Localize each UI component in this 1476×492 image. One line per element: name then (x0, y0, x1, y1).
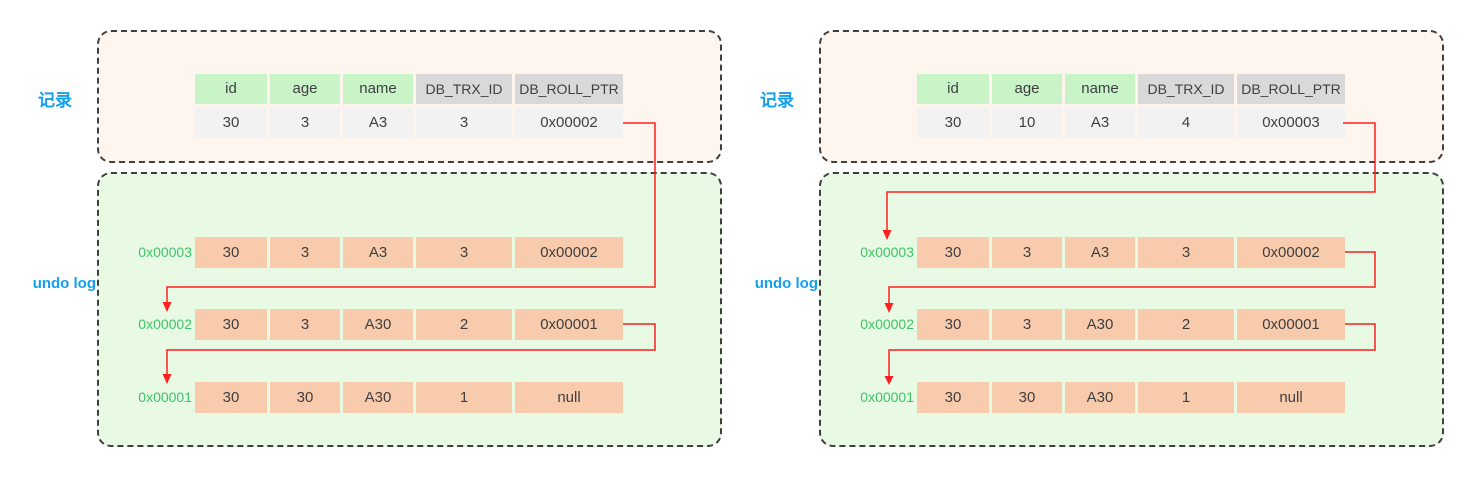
record-label: 记录 (38, 91, 72, 110)
panel-right: 记录 undo log id age name DB_TRX_ID DB_ROL… (722, 0, 1476, 492)
undo-cell: 30 (195, 382, 267, 413)
undo-cell: 1 (1138, 382, 1234, 413)
undo-row-address: 0x00001 (138, 389, 192, 405)
record-header-db-roll-ptr: DB_ROLL_PTR (515, 74, 623, 104)
record-header-id: id (195, 74, 267, 104)
record-header-name: name (1065, 74, 1135, 104)
undo-cell: 2 (416, 309, 512, 340)
undo-row-address: 0x00001 (860, 389, 914, 405)
undo-log-label: undo log (32, 275, 96, 292)
record-cell-db-roll-ptr: 0x00003 (1237, 107, 1345, 138)
record-header-age: age (992, 74, 1062, 104)
undo-cell: A30 (1065, 382, 1135, 413)
panel-left: 记录 undo log id age name DB_TRX_ID DB_ROL… (32, 30, 722, 447)
undo-log-label: undo log (754, 275, 818, 292)
undo-cell: A30 (1065, 309, 1135, 340)
record-cell-name: A3 (343, 107, 413, 138)
record-cell-name: A3 (1065, 107, 1135, 138)
record-cell-db-roll-ptr: 0x00002 (515, 107, 623, 138)
undo-cell: 3 (270, 237, 340, 268)
record-header-age: age (270, 74, 340, 104)
record-cell-db-trx-id: 4 (1138, 107, 1234, 138)
undo-cell: 3 (270, 309, 340, 340)
undo-row-address: 0x00002 (860, 316, 914, 332)
record-header-db-trx-id: DB_TRX_ID (1138, 74, 1234, 104)
record-header-db-roll-ptr: DB_ROLL_PTR (1237, 74, 1345, 104)
record-header-name: name (343, 74, 413, 104)
undo-cell: 30 (917, 237, 989, 268)
undo-cell: 3 (992, 309, 1062, 340)
undo-cell: 30 (195, 309, 267, 340)
undo-cell: 1 (416, 382, 512, 413)
undo-cell: null (1237, 382, 1345, 413)
undo-cell: 2 (1138, 309, 1234, 340)
undo-cell: A3 (1065, 237, 1135, 268)
undo-cell: 0x00001 (515, 309, 623, 340)
undo-row-address: 0x00003 (138, 244, 192, 260)
undo-cell: 30 (270, 382, 340, 413)
record-header-db-trx-id: DB_TRX_ID (416, 74, 512, 104)
undo-cell: 30 (195, 237, 267, 268)
undo-cell: A30 (343, 309, 413, 340)
undo-cell: 0x00002 (1237, 237, 1345, 268)
undo-row-address: 0x00002 (138, 316, 192, 332)
undo-cell: 3 (1138, 237, 1234, 268)
undo-cell: 3 (992, 237, 1062, 268)
record-label: 记录 (760, 91, 794, 110)
undo-cell: A30 (343, 382, 413, 413)
undo-cell: 30 (917, 382, 989, 413)
undo-cell: 0x00001 (1237, 309, 1345, 340)
record-cell-id: 30 (917, 107, 989, 138)
record-cell-age: 3 (270, 107, 340, 138)
undo-cell: 30 (992, 382, 1062, 413)
record-cell-id: 30 (195, 107, 267, 138)
record-cell-age: 10 (992, 107, 1062, 138)
undo-cell: 0x00002 (515, 237, 623, 268)
undo-row-address: 0x00003 (860, 244, 914, 260)
record-cell-db-trx-id: 3 (416, 107, 512, 138)
undo-cell: 30 (917, 309, 989, 340)
record-header-id: id (917, 74, 989, 104)
undo-cell: null (515, 382, 623, 413)
undo-cell: 3 (416, 237, 512, 268)
undo-cell: A3 (343, 237, 413, 268)
